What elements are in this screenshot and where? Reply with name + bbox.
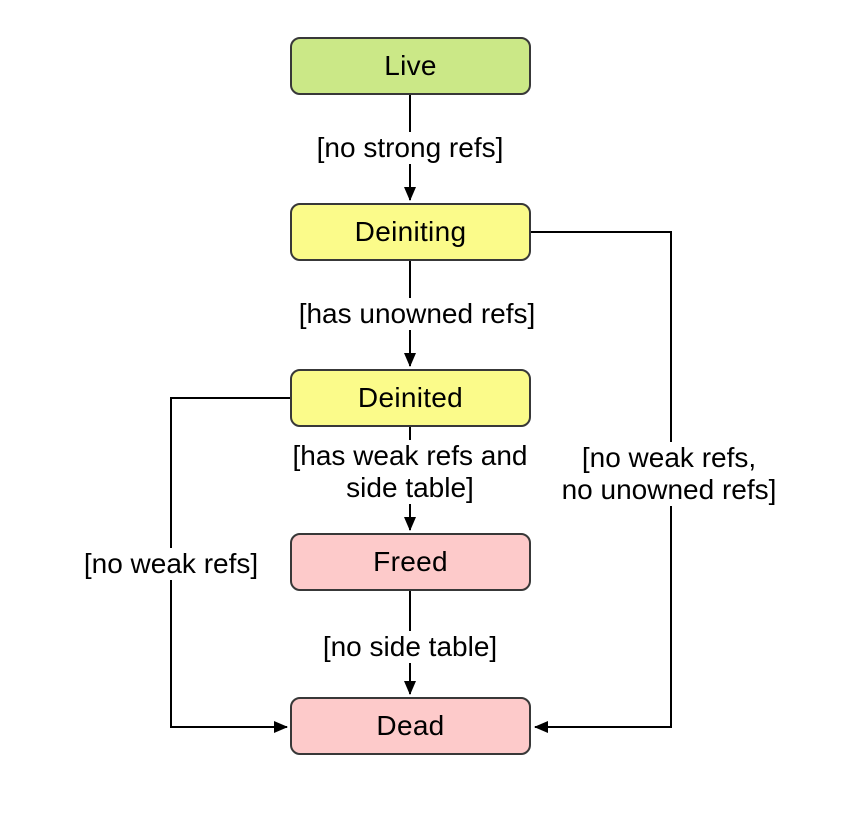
- edge-label-no-weak-no-unowned-refs: [no weak refs, no unowned refs]: [557, 442, 781, 506]
- edge-label-text: [no weak refs,: [581, 442, 757, 473]
- edge-label-no-strong-refs: [no strong refs]: [312, 132, 508, 164]
- edge-label-text: no unowned refs]: [561, 474, 777, 505]
- state-node-label: Deinited: [357, 382, 464, 413]
- edge-label-no-weak-refs: [no weak refs]: [79, 548, 263, 580]
- edge-label-text: [has unowned refs]: [298, 298, 536, 329]
- state-node-freed: Freed: [290, 533, 531, 591]
- state-node-live: Live: [290, 37, 531, 95]
- edge-label-has-weak-refs-and-side-table: [has weak refs and side table]: [288, 440, 532, 504]
- edge-label-text: [no weak refs]: [83, 548, 259, 579]
- state-node-dead: Dead: [290, 697, 531, 755]
- edge-label-text: side table]: [346, 472, 474, 503]
- state-node-label: Dead: [376, 710, 445, 741]
- state-node-label: Freed: [373, 546, 448, 577]
- state-node-label: Live: [384, 50, 437, 81]
- edge-label-text: [no side table]: [322, 631, 498, 662]
- edge-label-text: [no strong refs]: [316, 132, 504, 163]
- edge-label-text: [has weak refs and: [292, 440, 528, 471]
- edge-label-no-side-table: [no side table]: [318, 631, 502, 663]
- state-node-deinited: Deinited: [290, 369, 531, 427]
- state-node-deiniting: Deiniting: [290, 203, 531, 261]
- state-node-label: Deiniting: [354, 216, 467, 247]
- edge-label-has-unowned-refs: [has unowned refs]: [294, 298, 540, 330]
